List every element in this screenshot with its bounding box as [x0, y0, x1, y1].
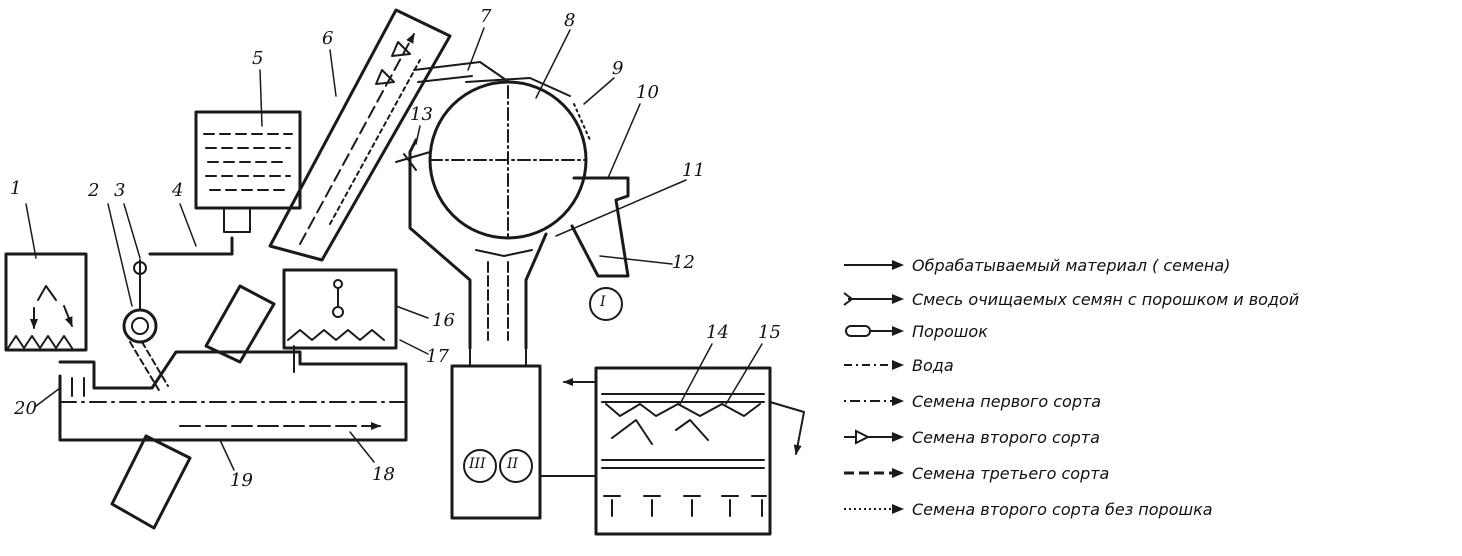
legend-item: Смесь очищаемых семян с порошком и водой — [842, 284, 1299, 314]
callout-15: 15 — [758, 322, 781, 343]
grade-marker-iii: III — [469, 456, 486, 472]
legend-label: Семена третьего сорта — [912, 463, 1110, 483]
callout-20: 20 — [14, 398, 37, 419]
legend-label: Порошок — [912, 321, 988, 341]
legend-label: Семена второго сорта — [912, 427, 1100, 447]
legend-label: Вода — [912, 355, 954, 375]
legend-label: Семена первого сорта — [912, 391, 1102, 411]
capsule-arrow-icon — [845, 325, 904, 337]
grade-marker-i: I — [600, 294, 606, 310]
legend-label: Обрабатываемый материал ( семена) — [912, 255, 1231, 275]
legend-item: Семена второго сорта без порошка — [842, 494, 1213, 524]
collector-chute-10 — [570, 176, 630, 278]
callout-17: 17 — [426, 346, 449, 367]
grade-marker-ii: II — [507, 456, 519, 472]
seed-hopper-1 — [4, 252, 88, 352]
long-dash-arrow-icon — [844, 468, 904, 478]
solid-arrow-icon — [844, 260, 904, 270]
callout-4: 4 — [172, 180, 184, 201]
feed-roller-2 — [122, 259, 169, 393]
callout-2: 2 — [88, 180, 100, 201]
callout-13: 13 — [410, 104, 433, 125]
callout-19: 19 — [230, 470, 253, 491]
callout-10: 10 — [636, 82, 659, 103]
feed-chute-7 — [413, 61, 507, 83]
callout-3: 3 — [114, 180, 126, 201]
chevron-arrow-icon — [843, 292, 904, 306]
nozzle-13 — [395, 151, 431, 171]
callout-1: 1 — [10, 178, 22, 199]
dotted-arrow-icon — [844, 504, 904, 514]
inclined-conveyor-6 — [268, 8, 452, 262]
dash-dot-arrow-icon — [844, 360, 904, 370]
callout-11: 11 — [682, 160, 705, 181]
callout-16: 16 — [432, 310, 455, 331]
callout-7: 7 — [480, 6, 492, 27]
dot-dash-arrow-icon — [844, 396, 904, 406]
legend-label: Семена второго сорта без порошка — [912, 499, 1213, 519]
drum-8 — [428, 77, 591, 240]
legend-label: Смесь очищаемых семян с порошком и водой — [912, 289, 1300, 309]
callout-leaders — [25, 27, 763, 471]
callout-8: 8 — [564, 10, 576, 31]
triangle-arrow-icon — [844, 429, 904, 445]
callout-9: 9 — [612, 58, 624, 79]
water-tank-18 — [58, 350, 408, 442]
callout-6: 6 — [322, 28, 334, 49]
sieve-unit-14 — [539, 366, 805, 536]
legend-item: Семена второго сорта — [842, 422, 1100, 452]
callout-14: 14 — [706, 322, 729, 343]
legend-item: Вода — [842, 350, 954, 380]
drum-housing — [408, 138, 548, 350]
waste-container — [110, 434, 192, 530]
legend-item: Порошок — [842, 316, 988, 346]
powder-packet — [204, 284, 276, 364]
callout-5: 5 — [252, 48, 264, 69]
powder-pipe-4 — [148, 236, 234, 256]
callout-12: 12 — [672, 252, 695, 273]
legend-item: Семена третьего сорта — [842, 458, 1109, 488]
grade-bin-2-3 — [450, 345, 542, 520]
powder-tank-5 — [194, 110, 302, 233]
screw-feeder-16 — [282, 268, 398, 373]
output-node-i — [589, 287, 623, 321]
callout-18: 18 — [372, 464, 395, 485]
legend-item: Обрабатываемый материал ( семена) — [842, 250, 1230, 280]
legend-item: Семена первого сорта — [842, 386, 1101, 416]
